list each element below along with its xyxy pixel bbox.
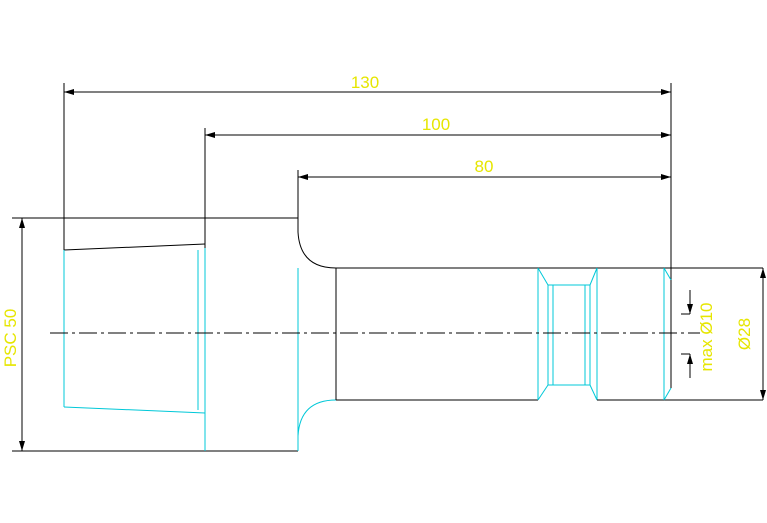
horizontal-dimension-lines (64, 89, 671, 180)
dim-text-shank-diameter: Ø28 (735, 318, 754, 350)
dim-text-130: 130 (351, 73, 379, 92)
dim-text-psc50: PSC 50 (1, 309, 20, 368)
shank-section (335, 267, 763, 401)
dim-text-100: 100 (422, 115, 450, 134)
taper-section (63, 243, 206, 414)
bore-dimension (681, 290, 693, 378)
psc-dimension (12, 217, 298, 452)
flange-section (204, 218, 337, 451)
dim-text-80: 80 (475, 157, 494, 176)
extension-lines (63, 83, 672, 280)
dim-text-bore: max Ø10 (697, 303, 716, 372)
